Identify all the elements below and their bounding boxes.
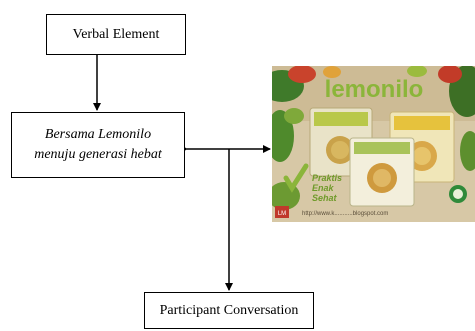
slogan-line-1: Bersama Lemonilo (44, 127, 152, 142)
badge-enak: Enak (312, 183, 335, 193)
brand-wordmark: lemonilo (325, 76, 424, 103)
verbal-element-box: Verbal Element (46, 14, 186, 55)
participant-conversation-box: Participant Conversation (144, 292, 314, 329)
participant-conversation-label: Participant Conversation (159, 302, 299, 318)
verbal-element-label: Verbal Element (72, 26, 160, 42)
image-watermark-url: http://www.k...........blogspot.com (302, 211, 388, 217)
slogan-line-2: menuju generasi hebat (34, 147, 162, 162)
slogan-box: Bersama Lemonilo menuju generasi hebat (11, 112, 185, 178)
badge-praktis: Praktis (312, 173, 342, 183)
badge-sehat: Sehat (312, 193, 338, 203)
lemonilo-ad-image: lemonilo Praktis Enak Sehat LM http://ww… (272, 66, 475, 222)
corner-logo: LM (278, 211, 286, 217)
